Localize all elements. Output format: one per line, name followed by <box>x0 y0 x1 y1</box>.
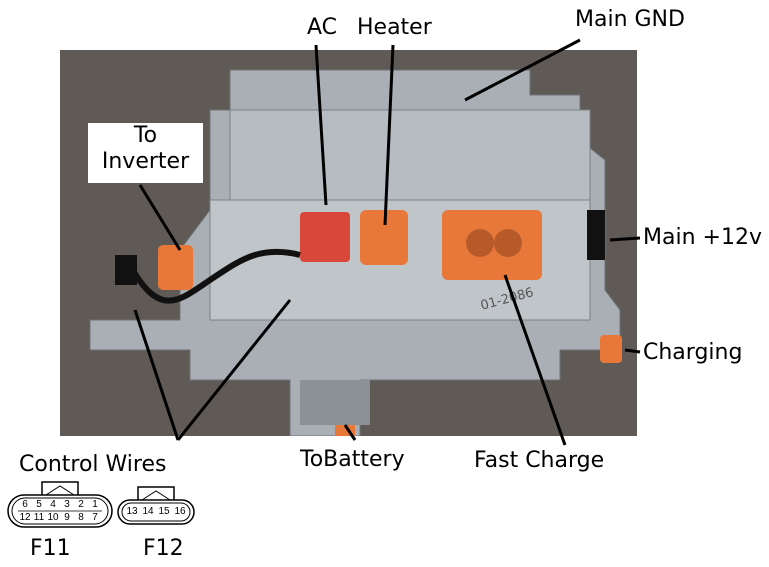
pin: 10 <box>47 512 59 523</box>
label-to-inverter: To Inverter <box>88 123 203 183</box>
pin: 16 <box>174 506 186 517</box>
label-heater: Heater <box>357 15 432 40</box>
f11-bottom-pins: 12 11 10 9 8 7 <box>18 512 102 523</box>
pin: 12 <box>19 512 31 523</box>
pin: 1 <box>92 499 98 510</box>
pin: 7 <box>92 512 98 523</box>
pin: 11 <box>33 512 45 523</box>
label-main-12v: Main +12v <box>643 225 762 250</box>
label-ac: AC <box>307 15 338 40</box>
charger-unit-photo: 01-2086 <box>60 50 637 436</box>
label-main-gnd: Main GND <box>575 7 685 32</box>
pin: 14 <box>142 506 154 517</box>
pin: 8 <box>78 512 84 523</box>
pin: 6 <box>22 499 28 510</box>
label-control-wires: Control Wires <box>19 452 167 477</box>
pin: 3 <box>64 499 70 510</box>
label-fast-charge: Fast Charge <box>474 448 605 473</box>
label-to-inverter-line2: Inverter <box>101 149 190 174</box>
pin: 4 <box>50 499 56 510</box>
f11-top-pins: 6 5 4 3 2 1 <box>18 499 102 510</box>
label-f11: F11 <box>30 536 71 561</box>
label-f12: F12 <box>143 536 184 561</box>
pin: 2 <box>78 499 84 510</box>
f12-pins: 13 14 15 16 <box>124 506 188 517</box>
label-to-inverter-line1: To <box>133 123 158 148</box>
pin: 13 <box>126 506 138 517</box>
label-to-battery: ToBattery <box>300 447 405 472</box>
charger-unit-drawing <box>89 69 622 436</box>
pin: 15 <box>158 506 170 517</box>
pin: 5 <box>36 499 42 510</box>
label-charging: Charging <box>643 340 743 365</box>
pin: 9 <box>64 512 70 523</box>
